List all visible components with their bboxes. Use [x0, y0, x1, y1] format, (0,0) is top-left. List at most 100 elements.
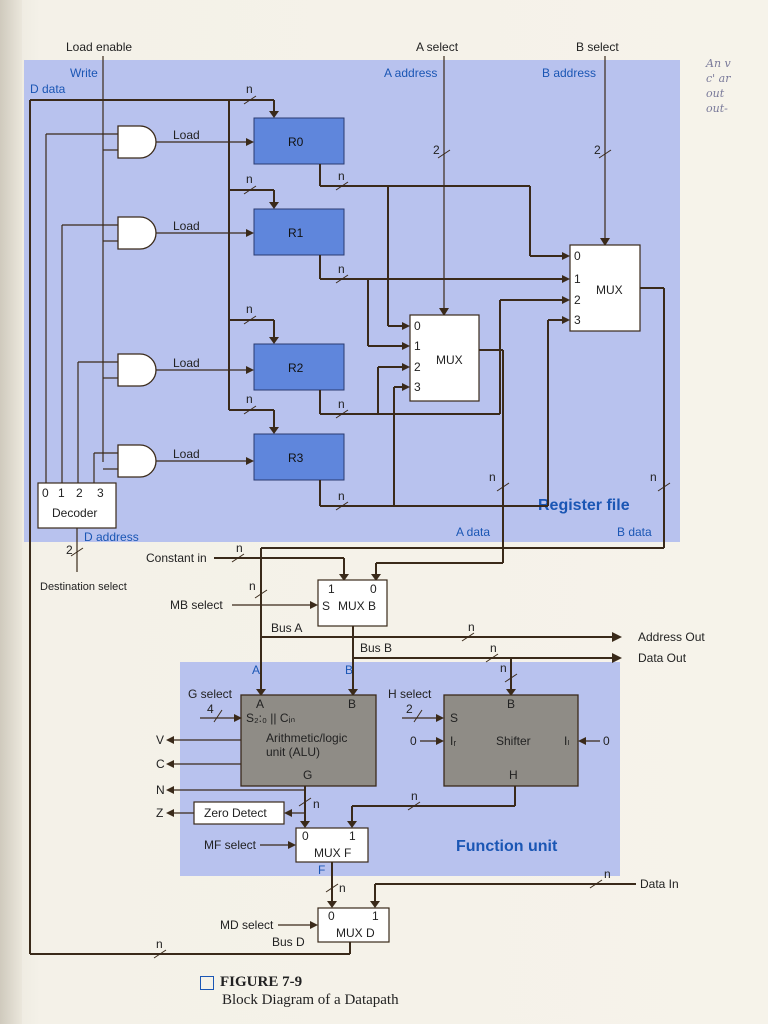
zero-detect-label: Zero Detect	[204, 806, 267, 820]
fu-a-label: A	[252, 663, 260, 677]
figure-number: FIGURE 7-9	[220, 974, 303, 990]
data-out-width: n	[490, 641, 497, 655]
h-out-width: n	[411, 789, 418, 803]
mux-b-in3: 3	[574, 313, 581, 327]
decoder	[37, 482, 117, 529]
b-address-label: B address	[542, 66, 596, 80]
r1-out-width: n	[338, 262, 345, 276]
register-r0-label: R0	[288, 135, 304, 149]
mux-a-label: MUX	[436, 353, 463, 367]
load-label-r2: Load	[173, 356, 200, 370]
mux-a-in2: 2	[414, 360, 421, 374]
a-select-width: 2	[433, 143, 440, 157]
load-label-r1: Load	[173, 219, 200, 233]
r3-in-width: n	[246, 392, 253, 406]
shifter	[443, 694, 579, 787]
b-select-label: B select	[576, 40, 619, 54]
flag-z-label: Z	[156, 806, 163, 820]
fu-b-label: B	[345, 663, 353, 677]
r2-out-width: n	[338, 397, 345, 411]
md-select-label: MD select	[220, 918, 274, 932]
il-zero-input: 0	[603, 734, 610, 748]
alu	[240, 694, 377, 787]
margin-note-line: An v	[706, 57, 731, 70]
f-out-width: n	[339, 881, 346, 895]
r2-in-width: n	[246, 302, 253, 316]
load-label-r0: Load	[173, 128, 200, 142]
caption-square-icon	[200, 975, 214, 990]
mux-a-in0: 0	[414, 319, 421, 333]
mux-b-in1: 1	[574, 272, 581, 286]
function-unit-title: Function unit	[456, 838, 558, 855]
mux-d	[317, 907, 390, 943]
a-data-label: A data	[456, 525, 490, 539]
mux-a-in1: 1	[414, 339, 421, 353]
mux-d-in1: 1	[372, 909, 379, 923]
mb-select-label: MB select	[170, 598, 223, 612]
r0-out-width: n	[338, 169, 345, 183]
flag-v-label: V	[156, 733, 164, 747]
mux-d-label: MUX D	[336, 926, 375, 940]
mux-f-label: MUX F	[314, 846, 351, 860]
mux-d-in0: 0	[328, 909, 335, 923]
mux-b-label: MUX	[596, 283, 623, 297]
g-out-width: n	[313, 797, 320, 811]
shifter-il: Iₗ	[564, 734, 569, 748]
figure-title: Block Diagram of a Datapath	[222, 992, 399, 1008]
g-select-width: 4	[207, 702, 214, 716]
shifter-in-width: n	[500, 661, 507, 675]
decoder-label: Decoder	[52, 506, 97, 520]
r3-out-width: n	[338, 489, 345, 503]
and-gate-r2	[117, 353, 157, 387]
mux-a-in3: 3	[414, 380, 421, 394]
margin-note-line: out-	[706, 102, 728, 115]
alu-port-b: B	[348, 697, 356, 711]
mux-f-in1: 1	[349, 829, 356, 843]
register-r2	[253, 343, 345, 391]
bus-a-width-top: n	[249, 579, 256, 593]
alu-port-g: G	[303, 768, 312, 782]
register-r3-label: R3	[288, 451, 304, 465]
alu-line2: unit (ALU)	[266, 745, 320, 759]
address-out-width: n	[468, 620, 475, 634]
and-gate-r0	[117, 125, 157, 159]
handwritten-margin-note: An v c' ar out out-	[706, 56, 756, 116]
d-data-label: D data	[30, 82, 66, 96]
mux-b-in0: 0	[574, 249, 581, 263]
g-select-label: G select	[188, 687, 233, 701]
destination-select-label: Destination select	[40, 581, 127, 593]
decoder-out-2: 2	[76, 486, 83, 500]
r1-in-width: n	[246, 172, 253, 186]
margin-note-line: out	[706, 87, 725, 100]
constant-in-width: n	[236, 541, 243, 555]
ir-zero-input: 0	[410, 734, 417, 748]
page-binding-edge	[0, 0, 22, 1024]
alu-sel-label: S₂:₀ || Cᵢₙ	[246, 711, 295, 725]
register-r1-label: R1	[288, 226, 304, 240]
fu-f-label: F	[318, 863, 325, 877]
flag-n-label: N	[156, 783, 165, 797]
a-data-width: n	[489, 470, 496, 484]
b-data-width: n	[650, 470, 657, 484]
flag-c-label: C	[156, 757, 165, 771]
a-select-label: A select	[416, 40, 459, 54]
d-address-label: D address	[84, 530, 139, 544]
mux-b-in2: 2	[574, 293, 581, 307]
margin-note-line: c' ar	[706, 72, 731, 85]
shifter-ir: Iᵣ	[450, 734, 456, 748]
register-file-title: Register file	[538, 497, 630, 514]
mux-b-block-in0: 0	[370, 582, 377, 596]
shifter-port-b: B	[507, 697, 515, 711]
mux-b-block-in1: 1	[328, 582, 335, 596]
shifter-port-h: H	[509, 768, 518, 782]
mux-b-regfile	[569, 244, 641, 332]
b-select-width: 2	[594, 143, 601, 157]
figure-caption: FIGURE 7-9 Block Diagram of a Datapath	[200, 974, 399, 1009]
register-r1	[253, 208, 345, 256]
data-out-label: Data Out	[638, 651, 687, 665]
b-data-label: B data	[617, 525, 652, 539]
mux-b-block-label: MUX B	[338, 599, 376, 613]
bus-a-label: Bus A	[271, 621, 302, 635]
mux-b-block-s: S	[322, 599, 330, 613]
